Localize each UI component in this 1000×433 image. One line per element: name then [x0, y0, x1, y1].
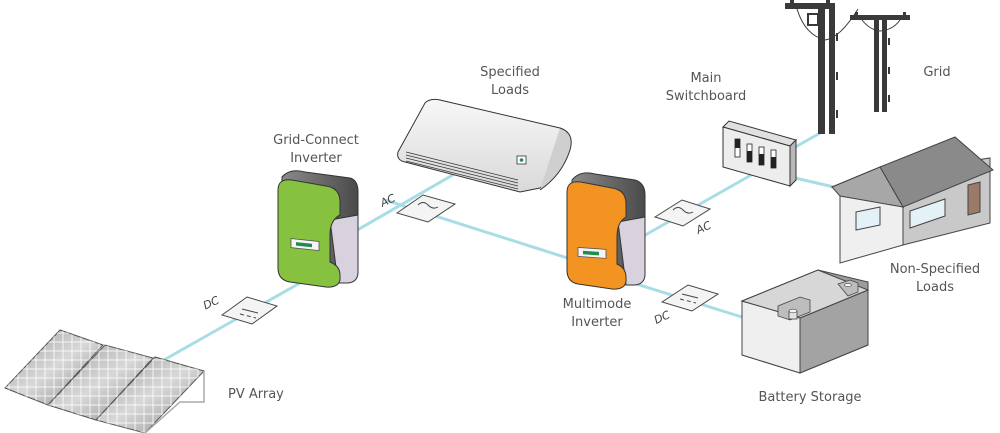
dc-junction-batt: DC — [652, 284, 720, 327]
label-non-specified-loads-line2: Loads — [916, 280, 954, 295]
label-switchboard-line1: Main — [690, 71, 721, 86]
label-multimode-inverter-line2: Inverter — [571, 315, 623, 330]
ac-icon — [672, 207, 694, 214]
label-pv-array: PV Array — [228, 387, 284, 402]
house-window — [855, 206, 881, 231]
tag-ac-mm: AC — [693, 219, 713, 238]
tag-ac-gc: AC — [377, 191, 397, 210]
power-pole — [850, 12, 910, 112]
ac-junction-mm: AC — [653, 199, 714, 238]
label-multimode-inverter-line1: Multimode — [563, 297, 632, 312]
house-window — [909, 198, 946, 229]
label-non-specified-loads-line1: Non-Specified — [890, 262, 980, 277]
battery-terminal-recess — [777, 296, 811, 321]
wire-multimode-to-switchboard — [639, 168, 761, 240]
wire-gc-to-ac-bus — [339, 163, 471, 242]
power-pole — [785, 0, 859, 134]
solar-panel — [47, 344, 154, 421]
wire-pv-to-gc-inverter — [154, 281, 301, 367]
dc-icon — [241, 308, 259, 314]
tag-dc-batt: DC — [652, 308, 672, 327]
ac-junction-gc: AC — [377, 191, 457, 223]
tag-dc-pv: DC — [201, 294, 221, 313]
label-switchboard-line2: Switchboard — [666, 89, 747, 104]
non-specified-loads-house[interactable]: Non-Specified Loads — [830, 136, 994, 295]
breaker-switches — [734, 138, 777, 169]
multimode-inverter[interactable]: Multimode Inverter — [563, 172, 646, 330]
label-grid: Grid — [923, 65, 950, 80]
label-gc-inverter-line1: Grid-Connect — [273, 133, 359, 148]
label-specified-loads-line1: Specified — [480, 65, 540, 80]
battery-storage[interactable]: Battery Storage — [740, 269, 870, 405]
panel-stand — [144, 371, 205, 433]
label-battery-storage: Battery Storage — [758, 390, 861, 405]
pv-array[interactable]: PV Array — [4, 329, 284, 433]
grid-connect-inverter[interactable]: Grid-Connect Inverter — [273, 133, 359, 288]
specified-loads[interactable]: Specified Loads — [397, 65, 572, 193]
inverter-side-panel — [617, 216, 646, 286]
dc-icon — [681, 293, 699, 299]
label-specified-loads-line2: Loads — [491, 83, 529, 98]
grid-power-poles[interactable]: Grid — [785, 0, 951, 134]
battery-terminal — [844, 283, 852, 287]
heater-vent — [405, 151, 519, 190]
ac-icon — [417, 202, 439, 209]
main-switchboard[interactable]: Main Switchboard — [666, 71, 797, 188]
solar-panel — [4, 329, 104, 406]
house-door — [967, 181, 981, 216]
dc-junction-pv: DC — [201, 294, 279, 325]
label-gc-inverter-line2: Inverter — [290, 151, 342, 166]
